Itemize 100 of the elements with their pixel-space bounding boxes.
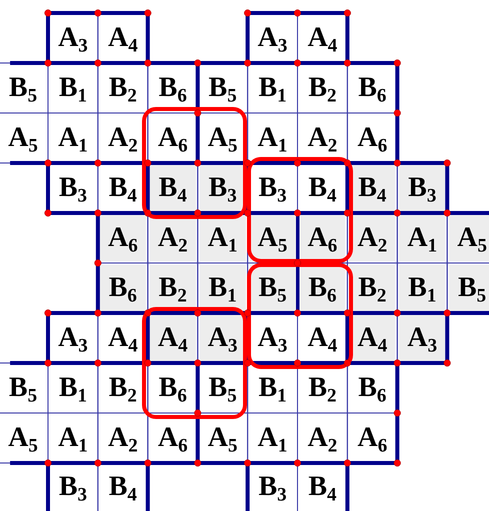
highlight-frame: [142, 307, 247, 419]
shaded-cell: [150, 265, 196, 311]
shaded-cell: [250, 265, 296, 311]
cell-label: A$_{5}$: [208, 124, 238, 152]
cell-label: A$_{5}$: [8, 424, 38, 452]
highlight-frame: [247, 263, 354, 369]
cell-label: B$_{6}$: [358, 74, 386, 102]
shaded-cell: [100, 265, 146, 311]
cell-label: B$_{3}$: [258, 174, 287, 202]
shaded-cell: [300, 265, 346, 311]
shaded-cell: [150, 165, 196, 211]
cell-label: A$_{2}$: [108, 424, 138, 452]
shaded-cell: [200, 215, 246, 261]
cell-label: B$_{2}$: [308, 374, 337, 402]
cell-label: A$_{4}$: [357, 324, 388, 352]
cell-label: A$_{2}$: [158, 224, 188, 252]
cell-label: A$_{4}$: [108, 24, 138, 52]
cell-label: A$_{5}$: [457, 224, 487, 252]
cell-label: B$_{5}$: [8, 374, 38, 402]
cell-label: B$_{4}$: [358, 174, 386, 202]
cell-label: B$_{1}$: [258, 374, 287, 402]
shaded-cell: [200, 315, 246, 361]
cell-label: A$_{6}$: [108, 224, 138, 252]
shaded-cell: [250, 215, 296, 261]
cell-label: A$_{6}$: [308, 224, 338, 252]
cell-label: B$_{6}$: [158, 374, 187, 402]
cell-label: A$_{5}$: [8, 124, 38, 152]
cell-label: A$_{3}$: [407, 324, 438, 352]
shaded-cell: [349, 315, 396, 361]
shaded-cell: [100, 215, 146, 261]
cell-label: A$_{3}$: [58, 324, 88, 352]
cell-label: B$_{2}$: [108, 374, 137, 402]
cell-label: B$_{4}$: [158, 174, 187, 202]
shaded-cell: [399, 315, 446, 361]
cell-label: A$_{5}$: [208, 424, 238, 452]
cell-label: B$_{6}$: [108, 274, 137, 302]
cell-label: B$_{4}$: [108, 473, 137, 501]
cell-label: B$_{6}$: [358, 374, 386, 402]
cell-label: B$_{1}$: [258, 74, 287, 102]
cell-label: B$_{3}$: [408, 174, 436, 202]
cell-label: B$_{1}$: [58, 374, 88, 402]
cell-label: B$_{3}$: [58, 174, 88, 202]
cell-label: A$_{4}$: [308, 324, 338, 352]
cell-label: A$_{1}$: [58, 124, 88, 152]
highlight-frame: [142, 107, 247, 219]
cell-label: A$_{6}$: [158, 424, 188, 452]
cell-label: B$_{2}$: [108, 74, 137, 102]
shaded-cell: [399, 215, 446, 261]
cell-label: A$_{3}$: [58, 24, 88, 52]
cell-label: A$_{2}$: [308, 424, 338, 452]
cell-label: A$_{6}$: [158, 124, 188, 152]
shaded-cell: [349, 265, 396, 311]
cell-label: B$_{3}$: [58, 473, 88, 501]
cell-label: A$_{4}$: [108, 324, 138, 352]
cell-label: B$_{6}$: [158, 74, 187, 102]
cell-label: A$_{2}$: [308, 124, 338, 152]
cell-label: A$_{1}$: [258, 424, 288, 452]
shaded-cell: [300, 215, 346, 261]
shaded-cell: [150, 215, 196, 261]
cell-label: B$_{2}$: [308, 74, 337, 102]
cell-label: B$_{2}$: [358, 274, 386, 302]
cell-label: B$_{5}$: [8, 74, 38, 102]
cell-label: A$_{1}$: [258, 124, 288, 152]
cell-label: A$_{3}$: [258, 24, 288, 52]
cell-label: B$_{5}$: [258, 274, 287, 302]
cell-label: A$_{5}$: [258, 224, 288, 252]
cell-label: A$_{2}$: [108, 124, 138, 152]
cell-label: A$_{1}$: [407, 224, 438, 252]
shaded-cell: [150, 315, 196, 361]
highlight-frame: [247, 157, 354, 263]
shaded-cell: [449, 215, 489, 261]
shaded-cell: [349, 215, 396, 261]
shaded-cell: [449, 265, 489, 311]
shaded-cell: [349, 165, 396, 211]
cell-label: A$_{4}$: [308, 24, 338, 52]
cell-label: B$_{5}$: [458, 274, 486, 302]
cell-label: A$_{1}$: [58, 424, 88, 452]
cell-label: B$_{3}$: [258, 473, 287, 501]
cell-label: B$_{1}$: [408, 274, 436, 302]
shaded-cell: [399, 165, 446, 211]
cell-label: B$_{2}$: [158, 274, 187, 302]
cell-label: B$_{4}$: [308, 174, 337, 202]
cell-label: B$_{6}$: [308, 274, 337, 302]
cell-label: A$_{6}$: [357, 124, 388, 152]
cell-label: B$_{4}$: [108, 174, 137, 202]
shaded-cell: [399, 265, 446, 311]
cell-label: B$_{4}$: [308, 473, 337, 501]
shaded-cell: [200, 165, 246, 211]
cell-label: B$_{3}$: [208, 174, 237, 202]
cell-label: A$_{1}$: [208, 224, 238, 252]
cell-label: B$_{5}$: [208, 374, 237, 402]
cell-label: B$_{1}$: [58, 74, 88, 102]
cell-label: A$_{3}$: [208, 324, 238, 352]
cell-label: A$_{3}$: [258, 324, 288, 352]
cell-label: B$_{1}$: [208, 274, 237, 302]
shaded-cell: [200, 265, 246, 311]
cell-label: A$_{4}$: [158, 324, 188, 352]
cell-label: A$_{2}$: [357, 224, 388, 252]
cell-label: B$_{5}$: [208, 74, 237, 102]
cell-label: A$_{6}$: [357, 424, 388, 452]
